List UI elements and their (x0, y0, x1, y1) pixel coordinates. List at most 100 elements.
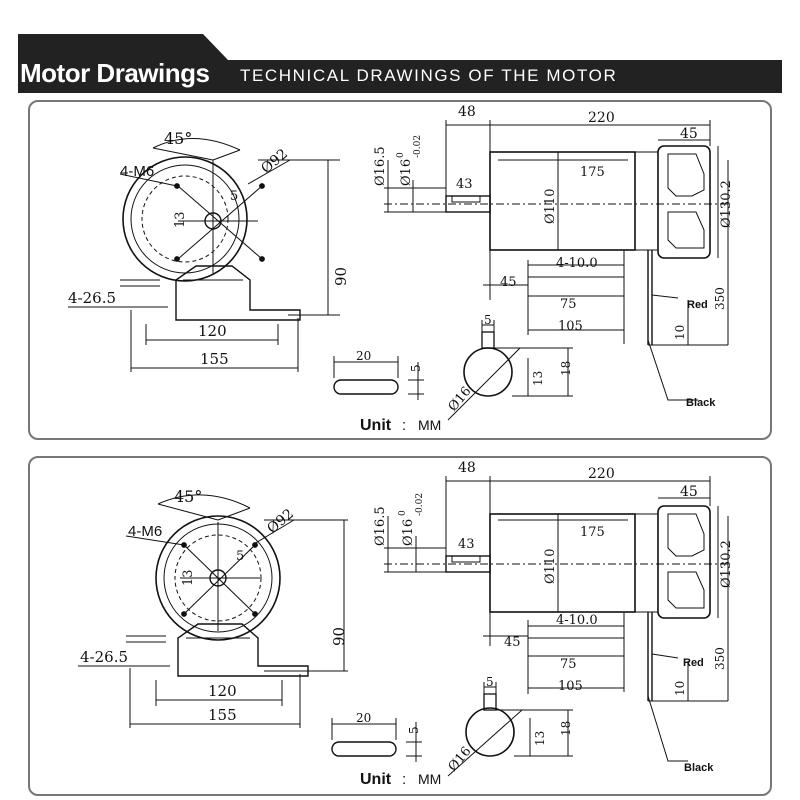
side-tol-bot: -0.02 (413, 135, 423, 158)
side-foot-w2: 105 (558, 679, 583, 694)
side-key-len: 43 (458, 537, 475, 552)
side-total-len: 220 (588, 110, 615, 126)
side-shaft-len: 48 (458, 104, 476, 120)
side-wire-red: Red (687, 299, 708, 311)
side-cap-len: 45 (680, 484, 698, 500)
side-foot-w2: 105 (558, 319, 583, 334)
side-view (384, 476, 729, 762)
front-shaft-offset: 13 (181, 569, 196, 586)
side-shaft-dia: Ø16.5 (373, 506, 388, 546)
side-body-dia: Ø110 (543, 549, 558, 584)
side-wire-red: Red (683, 657, 704, 669)
rear-cap (657, 145, 711, 259)
terminal-box-outline (667, 513, 705, 557)
side-wire-strip: 10 (673, 681, 687, 696)
front-foot-outer: 155 (208, 706, 237, 724)
front-height: 90 (332, 267, 350, 286)
unit-label: Unit (360, 771, 392, 788)
shaft-section-circle (465, 707, 515, 757)
key-detail (333, 356, 424, 400)
side-tol-top: 0 (396, 152, 406, 158)
key-width: 5 (407, 726, 421, 734)
side-tol-bot: -0.02 (415, 493, 425, 516)
front-holes: 4-M6 (120, 163, 154, 180)
drawing-panel-bottom: 45° 4-M6 Ø92 5 13 90 4-26.5 120 155 48 2… (28, 456, 772, 796)
front-foot-holes: 4-26.5 (80, 648, 128, 666)
section-key-w: 5 (486, 675, 494, 689)
unit-sep: : (402, 771, 406, 788)
side-foot-w1: 75 (560, 297, 577, 312)
front-shaft-offset: 13 (173, 211, 188, 228)
key-len: 20 (356, 349, 371, 363)
side-body-len: 175 (580, 165, 605, 180)
terminal-box-outline (667, 153, 705, 197)
flange-outer-circle (155, 515, 281, 641)
drawing-panel-top: 45° 4-M6 Ø92 5 13 90 4-26.5 120 155 48 2… (28, 100, 772, 440)
unit-value: MM (418, 417, 441, 433)
side-wire-black: Black (686, 397, 716, 409)
key-shape (331, 741, 397, 757)
side-wire-len: 350 (713, 287, 727, 310)
key-detail (331, 718, 422, 762)
front-view (78, 494, 348, 728)
unit-value: MM (418, 771, 441, 787)
side-tol-top: 0 (398, 510, 408, 516)
front-holes: 4-M6 (128, 523, 162, 540)
front-foot-inner: 120 (208, 682, 237, 700)
side-shaft-tol: Ø16 (401, 519, 416, 546)
front-angle: 45° (174, 487, 202, 506)
shaft-key (451, 555, 481, 563)
front-view (68, 138, 340, 372)
side-foot-w1: 75 (560, 657, 577, 672)
side-body-len: 175 (580, 525, 605, 540)
flange-outer-circle (122, 156, 248, 282)
side-shaft-tol: Ø16 (399, 159, 414, 186)
pcd-circle (174, 534, 262, 622)
key-len: 20 (356, 711, 371, 725)
mount-hole (174, 256, 180, 262)
shaft-key (451, 195, 481, 203)
side-foot-off: 45 (500, 275, 517, 290)
side-body-dia: Ø110 (543, 189, 558, 224)
pcd-circle (141, 175, 229, 263)
section-height1: 13 (533, 731, 547, 746)
unit-label: Unit (360, 417, 392, 434)
side-foot-slot: 4-10.0 (556, 256, 598, 271)
front-foot-holes: 4-26.5 (68, 289, 116, 307)
front-foot-outer: 155 (200, 350, 229, 368)
panel-border (28, 456, 772, 796)
unit-sep: : (402, 417, 406, 434)
key-width: 5 (409, 364, 423, 372)
section-height2: 18 (559, 361, 573, 376)
side-cap-dia: Ø130.2 (719, 180, 734, 228)
section-key-w: 5 (484, 313, 492, 327)
lead-wire (647, 612, 653, 701)
side-wire-black: Black (684, 762, 714, 774)
side-shaft-dia: Ø16.5 (373, 146, 388, 186)
side-wire-strip: 10 (673, 325, 687, 340)
header-banner: Motor Drawings TECHNICAL DRAWINGS OF THE… (18, 34, 782, 93)
section-height2: 18 (559, 721, 573, 736)
shaft-section (447, 682, 573, 777)
side-foot-slot: 4-10.0 (556, 613, 598, 628)
side-cap-len: 45 (680, 126, 698, 142)
header-bar (18, 34, 782, 93)
rear-cap (657, 505, 711, 619)
lead-wire (647, 250, 653, 345)
side-view (384, 120, 729, 401)
front-height: 90 (330, 627, 348, 646)
side-wire-len: 350 (713, 647, 727, 670)
front-angle: 45° (164, 129, 192, 148)
section-height1: 13 (531, 371, 545, 386)
side-foot-off: 45 (504, 635, 521, 650)
side-cap-dia: Ø130.2 (719, 540, 734, 588)
header-subtitle: TECHNICAL DRAWINGS OF THE MOTOR (240, 66, 617, 85)
key-shape (333, 379, 399, 395)
shaft-section (447, 320, 573, 421)
header-title: Motor Drawings (20, 58, 209, 88)
front-key: 5 (236, 549, 244, 564)
side-shaft-len: 48 (458, 460, 476, 476)
side-key-len: 43 (456, 177, 473, 192)
panel-border (28, 100, 772, 440)
front-foot-inner: 120 (198, 322, 227, 340)
